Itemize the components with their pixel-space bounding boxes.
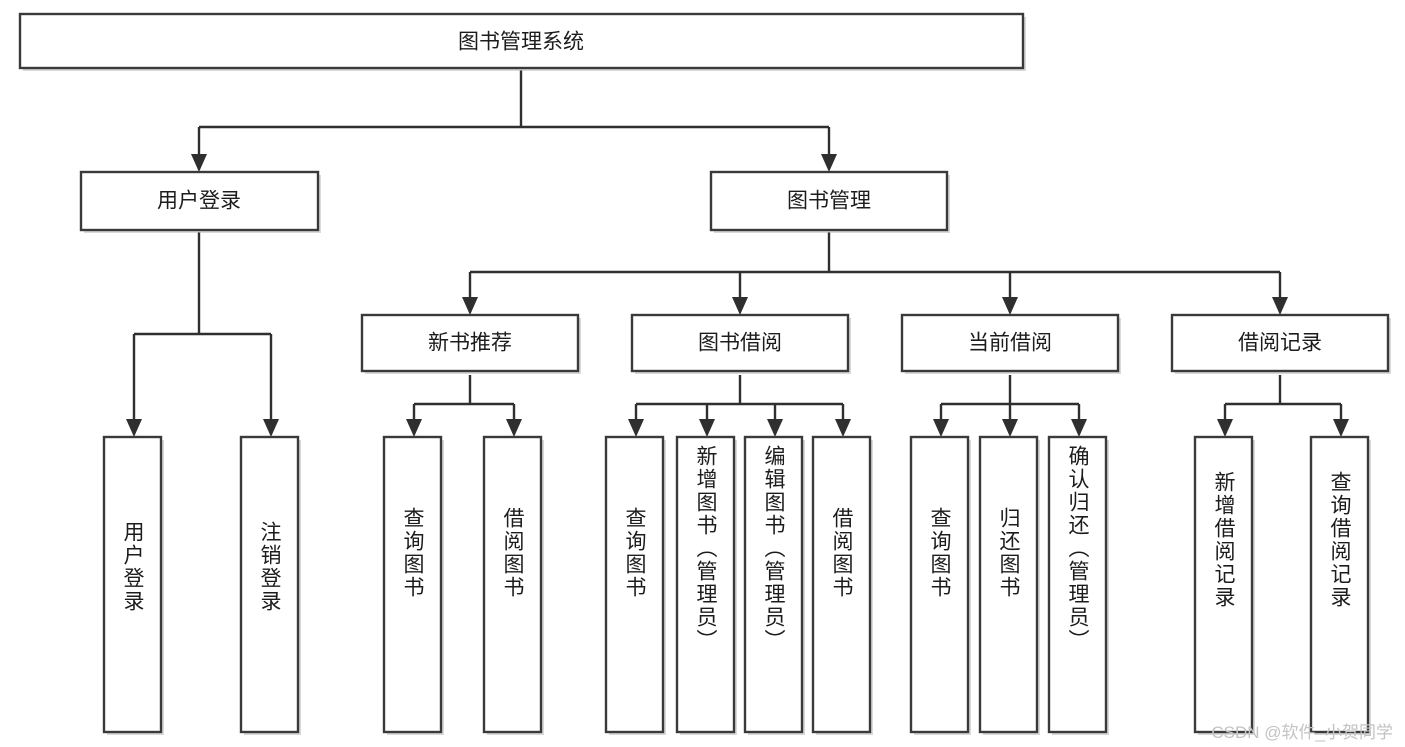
level2-node-2-box[interactable]	[900, 313, 1120, 373]
arrow-head-book-manage	[821, 154, 837, 172]
leaf-book-borrow-1-box[interactable]	[675, 435, 736, 734]
arrow-head-borrow-record	[1272, 297, 1288, 315]
arrow-head-leaf-user-login-1	[263, 419, 279, 437]
arrow-head-leaf-new-book-1	[506, 419, 522, 437]
arrow-head-book-borrow	[732, 297, 748, 315]
leaf-new-book-0-box[interactable]	[382, 435, 443, 734]
leaf-borrow-record-0-box[interactable]	[1193, 435, 1254, 734]
csdn-watermark: CSDN @软件_小贺同学	[1211, 723, 1393, 742]
root-node-box[interactable]	[18, 12, 1025, 70]
leaf-book-borrow-0-box[interactable]	[604, 435, 665, 734]
level1-node-1-label: 图书管理	[787, 190, 871, 213]
level1-node-0-label: 用户登录	[157, 190, 241, 213]
root-node-label: 图书管理系统	[458, 31, 584, 54]
arrow-head-current-borrow	[1002, 297, 1018, 315]
arrow-head-leaf-current-borrow-1	[1002, 419, 1018, 437]
arrow-head-leaf-book-borrow-0	[628, 419, 644, 437]
level1-node-0-box[interactable]	[79, 170, 320, 232]
leaf-current-borrow-2-box[interactable]	[1047, 435, 1108, 734]
leaf-user-login-0-box[interactable]	[102, 435, 163, 734]
arrow-head-new-book	[462, 297, 478, 315]
connector-group	[126, 70, 1349, 437]
arrow-head-leaf-new-book-0	[406, 419, 422, 437]
level2-node-3-box[interactable]	[1170, 313, 1390, 373]
level2-node-0-box[interactable]	[360, 313, 580, 373]
node-box-group	[18, 12, 1391, 735]
arrow-head-leaf-borrow-record-1	[1333, 419, 1349, 437]
level2-node-2-label: 当前借阅	[968, 332, 1052, 355]
arrow-head-leaf-book-borrow-1	[699, 419, 715, 437]
level2-node-1-box[interactable]	[630, 313, 850, 373]
leaf-book-borrow-2-box[interactable]	[743, 435, 804, 734]
leaf-current-borrow-1-box[interactable]	[978, 435, 1039, 734]
level2-node-3-label: 借阅记录	[1238, 332, 1322, 355]
leaf-user-login-1-box[interactable]	[239, 435, 300, 734]
level2-node-0-label: 新书推荐	[428, 332, 512, 355]
horizontal-label-group: 图书管理系统 用户登录 图书管理 新书推荐 图书借阅 当前借阅 借阅记录	[157, 31, 1322, 355]
arrow-head-leaf-book-borrow-3	[835, 419, 851, 437]
arrow-head-leaf-user-login-0	[126, 419, 142, 437]
arrow-head-leaf-borrow-record-0	[1217, 419, 1233, 437]
arrow-head-leaf-current-borrow-0	[933, 419, 949, 437]
arrow-head-user-login	[191, 154, 207, 172]
leaf-borrow-record-1-box[interactable]	[1309, 435, 1370, 734]
arrow-head-leaf-current-borrow-2	[1071, 419, 1087, 437]
leaf-current-borrow-0-box[interactable]	[909, 435, 970, 734]
level2-node-1-label: 图书借阅	[698, 332, 782, 355]
leaf-new-book-1-box[interactable]	[482, 435, 543, 734]
level1-node-1-box[interactable]	[709, 170, 949, 232]
arrow-head-leaf-book-borrow-2	[767, 419, 783, 437]
leaf-book-borrow-3-box[interactable]	[811, 435, 872, 734]
